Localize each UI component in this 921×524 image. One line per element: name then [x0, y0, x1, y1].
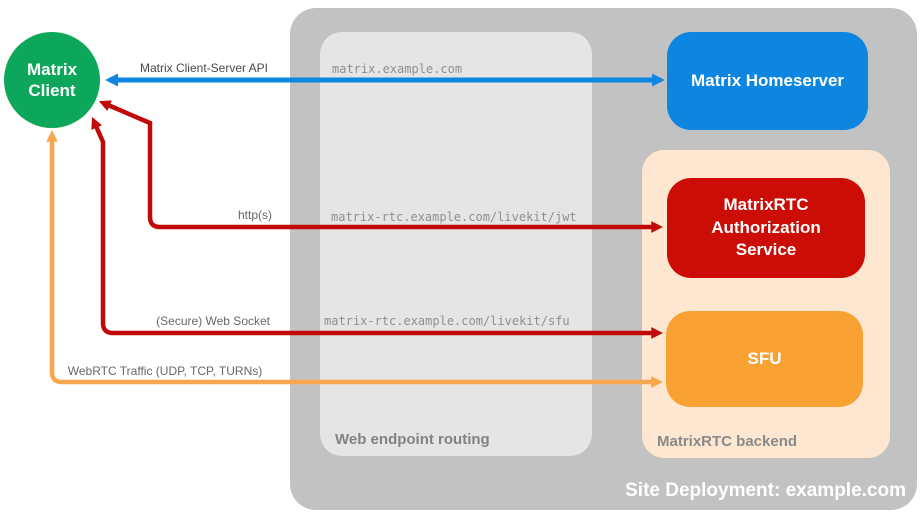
sfu-node: SFU	[666, 311, 863, 407]
web-endpoint-routing-label: Web endpoint routing	[335, 431, 490, 448]
matrix-client-node: Matrix Client	[4, 32, 100, 128]
sfu-label: SFU	[747, 348, 782, 368]
site-deployment-title: Site Deployment: example.com	[625, 480, 906, 501]
matrix-homeserver-label: Matrix Homeserver	[690, 70, 845, 90]
http-endpoint: matrix-rtc.example.com/livekit/jwt	[331, 210, 577, 224]
matrix-client-label: Matrix Client	[26, 59, 78, 100]
websocket-endpoint: matrix-rtc.example.com/livekit/sfu	[324, 314, 570, 328]
cs-api-label: Matrix Client-Server API	[139, 61, 269, 75]
cs-api-endpoint: matrix.example.com	[332, 62, 463, 76]
matrix-homeserver-node: Matrix Homeserver	[667, 32, 868, 130]
matrixrtc-backend-label: MatrixRTC backend	[657, 433, 798, 450]
matrixrtc-auth-service-label: MatrixRTC Authorization Service	[711, 194, 821, 260]
matrixrtc-auth-service-node: MatrixRTC Authorization Service	[667, 178, 865, 278]
http-label: http(s)	[237, 208, 272, 222]
web-endpoint-routing-panel: Web endpoint routing	[320, 32, 592, 456]
websocket-label: (Secure) Web Socket	[156, 314, 270, 328]
webrtc-label: WebRTC Traffic (UDP, TCP, TURNs)	[67, 364, 263, 378]
